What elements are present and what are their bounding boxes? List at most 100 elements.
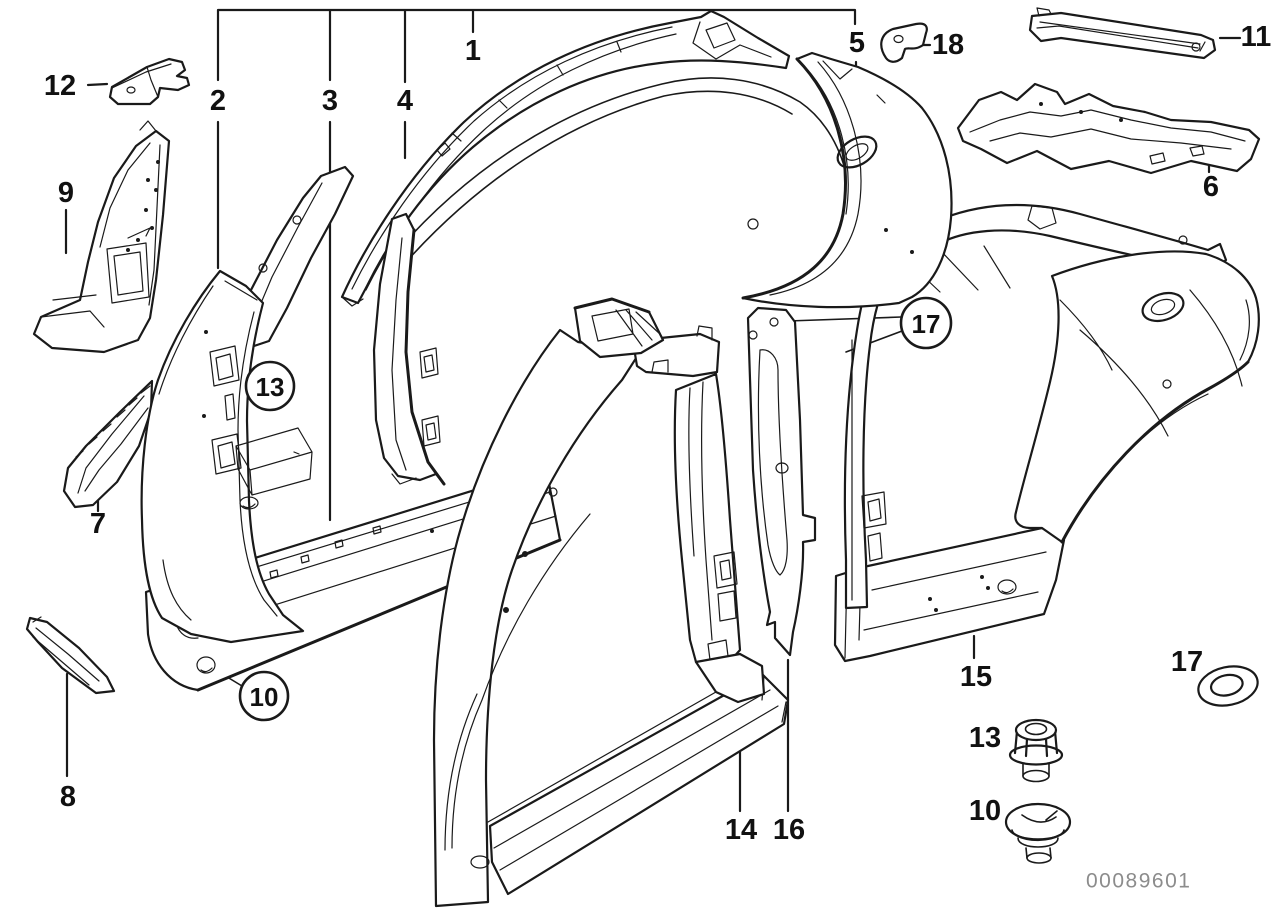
door-frame-a-pillar-details (444, 487, 591, 869)
nut-hex-top (1014, 718, 1058, 742)
door-frame-sill (488, 672, 790, 896)
callout-18[interactable]: 18 (932, 29, 964, 61)
grommet-foot (1026, 852, 1052, 864)
callout-17-circled[interactable]: 17 (899, 296, 953, 350)
callout-15[interactable]: 15 (960, 661, 992, 693)
callout-7[interactable]: 7 (90, 508, 106, 540)
part-gusset-drawing (25, 616, 116, 695)
shelf-rail-outline (956, 82, 1261, 175)
callout-13-circled[interactable]: 13 (244, 360, 296, 412)
callout-12[interactable]: 12 (44, 70, 76, 102)
pillar-cover-details (748, 317, 789, 576)
part-bracket-drawing (108, 57, 191, 106)
rear-frame-sill (833, 526, 1066, 663)
hinge-pillar-outline (140, 269, 305, 644)
callout-2[interactable]: 2 (210, 85, 226, 117)
door-frame-sill-details (487, 667, 787, 871)
bracket-details (111, 63, 172, 98)
part-upper-quarter-drawing (741, 51, 953, 309)
upper-quarter-dots (884, 228, 914, 254)
shelf-rail-details (969, 109, 1246, 165)
wheelhouse-details (75, 385, 151, 494)
callout-10-fastener[interactable]: 10 (969, 795, 1001, 827)
rear-frame-quarter (1014, 250, 1260, 544)
upper-quarter-oval-hole (836, 135, 878, 169)
apex-panel-details (40, 120, 161, 328)
part-shelf-rail-drawing (956, 82, 1261, 175)
callout-6[interactable]: 6 (1203, 171, 1219, 203)
fastener-grommet-drawing (1004, 802, 1072, 864)
callout-16[interactable]: 16 (773, 814, 805, 846)
roof-frame-outline (340, 9, 791, 305)
pillar-strip-details (252, 182, 323, 323)
gusset-details (32, 616, 100, 686)
callout-1[interactable]: 1 (465, 35, 481, 67)
door-frame-wedge-details (591, 308, 661, 347)
callout-14[interactable]: 14 (725, 814, 757, 846)
part-hinge-pillar-drawing (140, 269, 313, 644)
washer-outer (1197, 665, 1259, 707)
nut-hole (1024, 722, 1048, 736)
fastener-washer-drawing (1197, 665, 1259, 707)
inner-pillar-details (391, 237, 441, 485)
rear-frame-pillar-details (851, 339, 887, 601)
hinge-pillar-details (158, 280, 313, 621)
callout-9[interactable]: 9 (58, 177, 74, 209)
rear-frame-oval-hole (1141, 291, 1185, 323)
part-roof-rail-inner-drawing (397, 77, 849, 263)
shelf-rail-dots (1039, 102, 1123, 122)
grommet-slit (1021, 810, 1058, 823)
upper-rail-details (1036, 7, 1206, 52)
door-frame-wedge (573, 297, 665, 359)
callout-11[interactable]: 11 (1241, 21, 1272, 53)
callout-4[interactable]: 4 (397, 85, 413, 117)
callout-labels: 1 2 3 4 5 6 7 8 9 11 12 14 15 16 18 13 1… (44, 21, 1271, 846)
part-wheelhouse-drawing (62, 379, 154, 509)
callout-8[interactable]: 8 (60, 781, 76, 813)
callout-13-fastener[interactable]: 13 (969, 722, 1001, 754)
callout-3[interactable]: 3 (322, 85, 338, 117)
nut-barrel-bottom (1022, 769, 1050, 783)
door-frame-a-pillar (432, 328, 642, 908)
upper-quarter-details (769, 60, 886, 296)
part-clip-drawing (880, 22, 928, 63)
clip-outline (880, 22, 928, 63)
top-bracket-line (216, 8, 857, 84)
part-inner-pillar-drawing (372, 212, 446, 486)
roof-frame-details (341, 21, 772, 307)
upper-quarter-outline (741, 51, 953, 309)
fastener-nut-drawing (1008, 718, 1064, 783)
callout-17-circled-label: 17 (912, 309, 941, 339)
callout-13-circled-label: 13 (256, 372, 285, 402)
door-frame-b-pillar (673, 372, 742, 670)
door-frame-wedge-edge (573, 297, 651, 314)
nut-flange (1008, 744, 1064, 766)
upper-quarter-edge (741, 57, 847, 300)
door-frame-b-pillar-details (688, 381, 738, 669)
circled-17-leader (787, 316, 903, 353)
roof-rail-inner-hole (747, 218, 759, 230)
part-roof-frame-drawing (340, 9, 791, 307)
bracket-outline (108, 57, 191, 106)
apex-panel-dots (126, 160, 160, 252)
pillar-cover-outline (746, 306, 817, 657)
rear-frame-quarter-details (1059, 289, 1250, 529)
nut-hex-sides (1013, 729, 1059, 758)
part-door-frame-drawing (432, 297, 790, 908)
part-rear-frame-drawing (833, 203, 1260, 663)
wheelhouse-outline (62, 379, 154, 509)
callout-5[interactable]: 5 (849, 27, 865, 59)
callout-10-circled-label: 10 (250, 682, 279, 712)
inner-pillar-edge (404, 228, 446, 486)
grommet-lip (1011, 829, 1065, 859)
roof-rail-inner-curves (397, 77, 849, 263)
clip-details (893, 34, 904, 44)
callout-10-circled[interactable]: 10 (238, 670, 290, 722)
callout-17-fastener[interactable]: 17 (1171, 646, 1203, 678)
door-frame-apex-details (651, 325, 713, 373)
part-upper-rail-drawing (1028, 7, 1217, 60)
drawing-number: 00089601 (1086, 870, 1191, 893)
door-frame-foot (694, 652, 766, 704)
